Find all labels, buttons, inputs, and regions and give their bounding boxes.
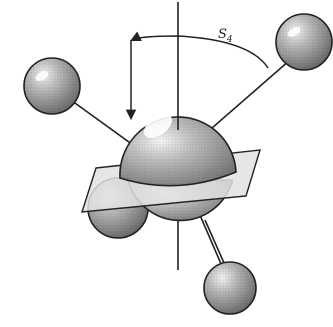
central-sphere [119, 114, 237, 187]
bond-upper-right [211, 59, 291, 129]
axis-label: S4 [218, 27, 233, 45]
ligand-upper-right [275, 13, 333, 71]
ligand-lower-right [203, 261, 257, 315]
rotation-arrow [125, 31, 269, 121]
bond-upper-left [67, 97, 141, 151]
ligand-upper-left [23, 57, 81, 115]
